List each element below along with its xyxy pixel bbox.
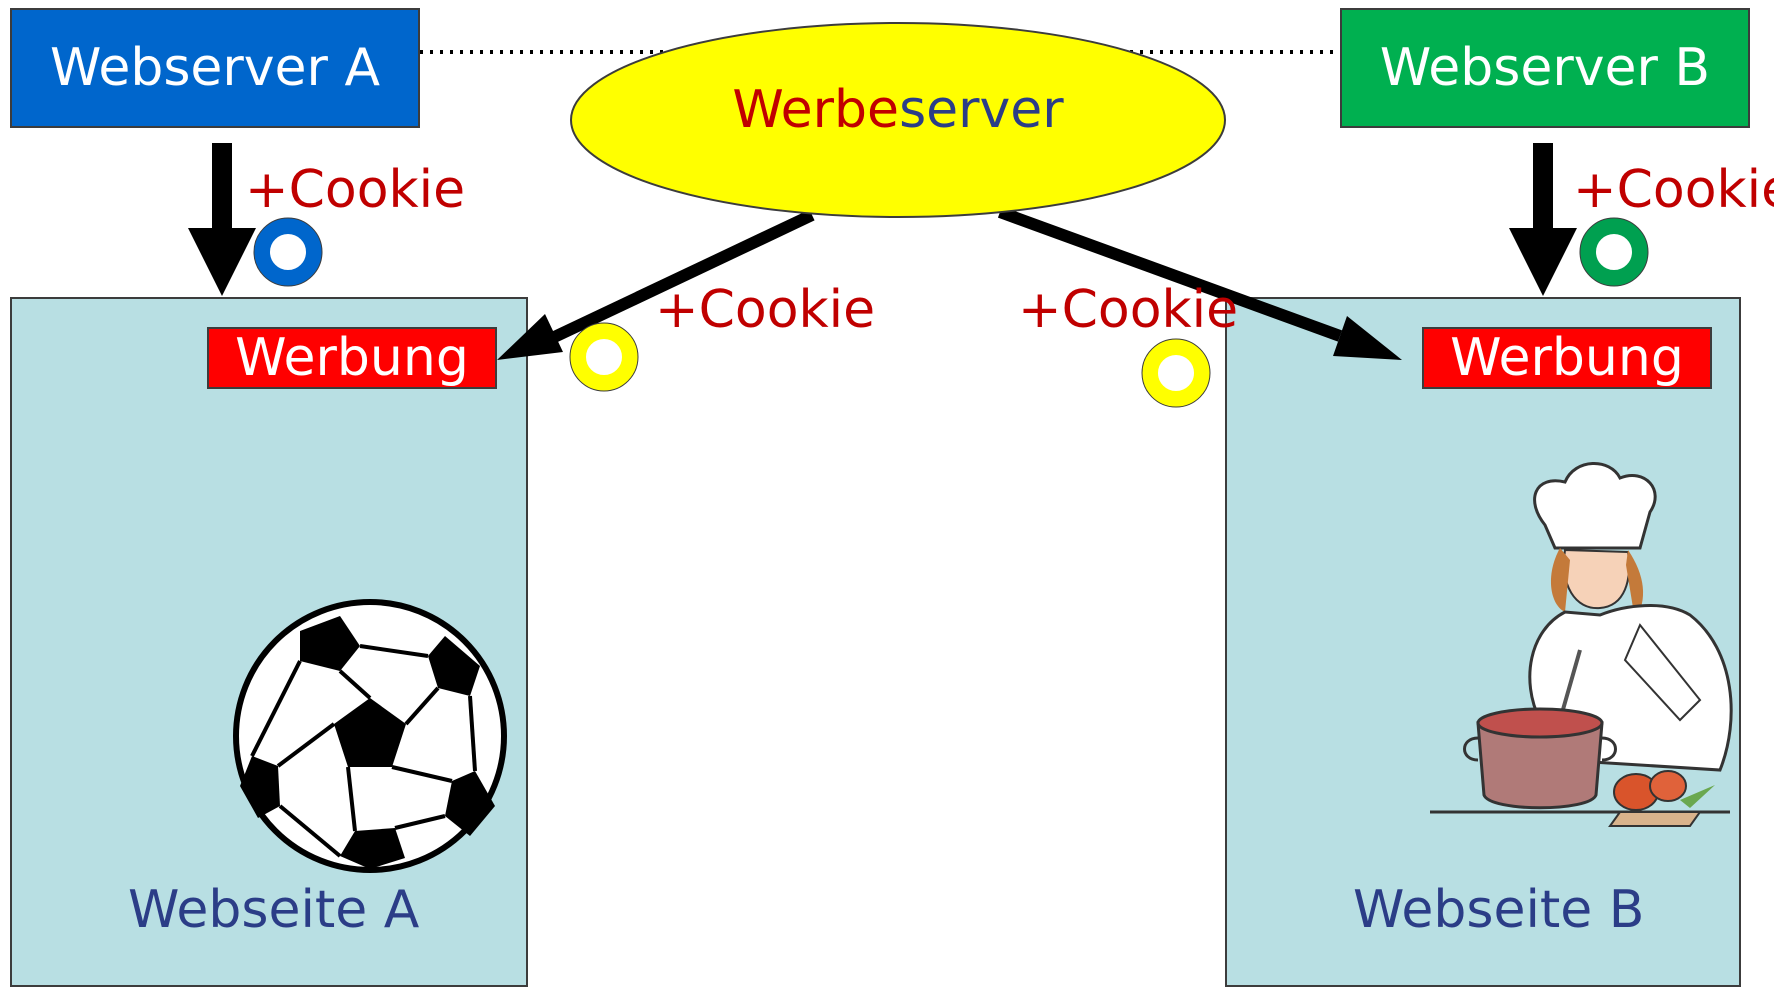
webserver-a-label: Webserver A [49,38,381,98]
cookie-icon-ad-b [1142,339,1210,407]
cookie-icon-ad-a [570,323,638,391]
ad-banner-b: Werbung [1422,327,1712,389]
webpage-b-label: Webseite B [1353,880,1645,940]
ad-server-label-part1: Werbe [732,80,900,140]
cookie-outline-a [253,217,323,287]
cookie-label-ad-b: +Cookie [1018,280,1239,340]
cookie-outline-ad-b [1141,338,1211,408]
arrow-adserver-to-b [997,206,1343,342]
cookie-icon-b [1580,218,1648,286]
arrow-head-a [188,228,256,296]
webserver-b-box: Webserver B [1340,8,1750,128]
chef-icon [1430,462,1733,827]
cookie-icon-a [254,218,322,286]
ad-banner-a-label: Werbung [235,328,469,388]
cookie-label-ad-a: +Cookie [655,280,876,340]
arrow-adserver-to-a [545,209,815,346]
soccer-ball-icon [233,599,507,873]
cookie-outline-b [1579,217,1649,287]
cookie-outline-ad-a [569,322,639,392]
arrow-head-adserver-b [1333,316,1402,360]
webpage-a-label: Webseite A [128,880,420,940]
arrow-head-b [1509,228,1577,296]
arrow-head-adserver-a [497,314,563,360]
cookie-label-b: +Cookie [1573,160,1774,220]
ad-banner-b-label: Werbung [1450,328,1684,388]
cookie-label-a: +Cookie [245,160,466,220]
ad-server-label-part2: server [899,80,1064,140]
ad-server-label: Werbeserver [571,80,1225,140]
webserver-b-label: Webserver B [1379,38,1711,98]
webserver-a-box: Webserver A [10,8,420,128]
ad-banner-a: Werbung [207,327,497,389]
ad-server-ellipse [570,22,1226,218]
